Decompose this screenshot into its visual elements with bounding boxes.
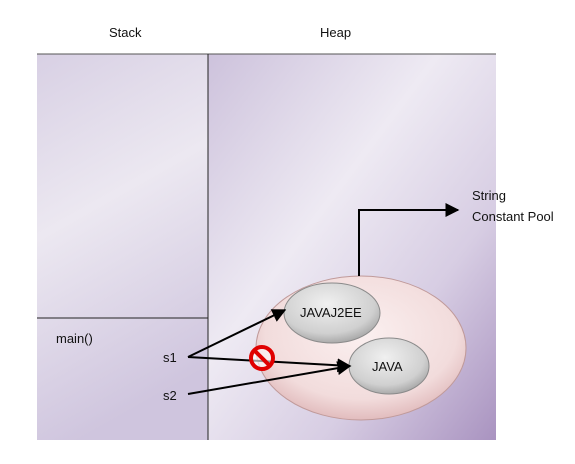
method-label: main() xyxy=(56,331,93,346)
heap-label: Heap xyxy=(320,25,352,40)
object-java-label: JAVA xyxy=(372,359,403,374)
pool-label-line2: Constant Pool xyxy=(472,209,554,224)
stack-panel xyxy=(37,54,208,440)
object-javaj2ee-label: JAVAJ2EE xyxy=(300,305,362,320)
stack-label: Stack xyxy=(109,25,142,40)
pool-label-line1: String xyxy=(472,188,506,203)
pool-callout-connector xyxy=(358,203,460,276)
s2-to-java-arrow xyxy=(187,361,352,395)
variable-s2: s2 xyxy=(163,388,177,403)
s1-to-javaj2ee-arrow xyxy=(187,309,287,358)
variable-s1: s1 xyxy=(163,350,177,365)
prohibited-icon xyxy=(249,345,275,371)
